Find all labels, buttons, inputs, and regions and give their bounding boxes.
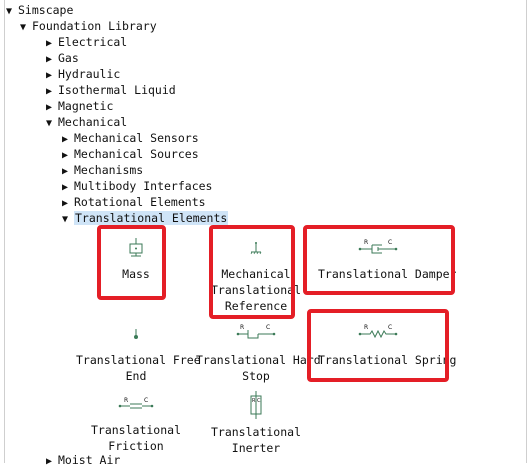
block-label-line1: Translational [90,423,181,437]
svg-text:R: R [252,398,256,404]
selected-node-label: Translational Elements [74,211,229,225]
spring-icon: R C [358,324,398,339]
tree-node-gas[interactable]: ▶Gas [46,50,79,66]
svg-text:C: C [266,324,270,331]
free-end-icon [134,329,138,339]
tree-node-foundation-library[interactable]: ▼Foundation Library [20,18,157,34]
expanded-triangle-icon[interactable]: ▼ [46,118,53,129]
expanded-triangle-icon[interactable]: ▼ [20,22,27,33]
tree-node-magnetic[interactable]: ▶Magnetic [46,98,113,114]
expanded-triangle-icon[interactable]: ▼ [6,6,13,17]
tree-node-moist-air[interactable]: ▶Moist Air [46,452,120,468]
tree-node-isothermal-liquid[interactable]: ▶Isothermal Liquid [46,82,176,98]
tree-node-translational-elements[interactable]: ▼ Translational Elements [62,210,229,226]
svg-text:R: R [240,324,244,331]
tree-node-electrical[interactable]: ▶Electrical [46,34,127,50]
block-label-line1: Translational Hard [196,353,321,367]
block-label-line2: Inerter [231,441,281,455]
tree-node-hydraulic[interactable]: ▶Hydraulic [46,66,120,82]
block-translational-free-end[interactable]: Translational Free End [76,322,201,384]
block-label: Translational Spring [318,353,457,367]
block-translational-hard-stop[interactable]: R C Translational Hard Stop [196,322,321,384]
block-label-line2: Translational [210,283,301,297]
library-browser-panel [4,0,527,463]
damper-icon: R C [358,239,398,254]
block-translational-friction[interactable]: R C Translational Friction [76,394,196,454]
tree-node-multibody-interfaces[interactable]: ▶Multibody Interfaces [62,178,212,194]
mechanical-reference-icon [250,242,262,255]
highlight-box-spring [307,309,449,382]
mass-block-icon [129,238,143,257]
tree-node-simscape[interactable]: ▼Simscape [6,2,73,18]
highlight-box-mass [97,225,166,300]
svg-text:C: C [144,397,148,404]
svg-text:R: R [124,397,128,404]
block-label-line1: Translational Free [76,353,201,367]
collapsed-triangle-icon[interactable]: ▶ [46,456,53,467]
collapsed-triangle-icon[interactable]: ▶ [46,38,53,49]
collapsed-triangle-icon[interactable]: ▶ [62,150,69,161]
svg-text:C: C [257,398,261,404]
svg-text:R: R [364,324,368,331]
tree-node-mechanical[interactable]: ▼Mechanical [46,114,127,130]
block-label-line2: Stop [242,369,270,383]
svg-text:R: R [364,239,368,246]
block-label: Translational Damper [318,267,457,281]
collapsed-triangle-icon[interactable]: ▶ [46,54,53,65]
highlight-box-damper [303,225,455,295]
block-label-line2: End [125,369,147,383]
expanded-triangle-icon[interactable]: ▼ [62,214,69,225]
tree-node-mechanical-sources[interactable]: ▶Mechanical Sources [62,146,199,162]
collapsed-triangle-icon[interactable]: ▶ [46,70,53,81]
collapsed-triangle-icon[interactable]: ▶ [46,102,53,113]
block-label-line3: Reference [224,299,288,313]
block-mass[interactable]: Mass [76,236,196,282]
block-label: Mass [122,267,150,281]
collapsed-triangle-icon[interactable]: ▶ [62,166,69,177]
friction-icon: R C [118,397,154,409]
collapsed-triangle-icon[interactable]: ▶ [62,198,69,209]
block-translational-inerter[interactable]: R C Translational Inerter [196,390,316,456]
hard-stop-icon: R C [236,324,276,339]
tree-node-mechanisms[interactable]: ▶Mechanisms [62,162,143,178]
block-label-line1: Mechanical [221,267,291,281]
collapsed-triangle-icon[interactable]: ▶ [62,134,69,145]
inerter-icon: R C [250,391,262,419]
block-mechanical-translational-reference[interactable]: Mechanical Translational Reference [196,236,316,314]
tree-node-mechanical-sensors[interactable]: ▶Mechanical Sensors [62,130,199,146]
highlight-box-mechanical-reference [209,225,295,319]
block-label-line2: Friction [108,439,164,453]
collapsed-triangle-icon[interactable]: ▶ [46,86,53,97]
svg-text:C: C [388,324,392,331]
collapsed-triangle-icon[interactable]: ▶ [62,182,69,193]
block-translational-damper[interactable]: R C Translational Damper [318,236,457,282]
svg-text:C: C [388,239,392,246]
block-translational-spring[interactable]: R C Translational Spring [318,322,457,368]
block-label-line1: Translational [210,425,301,439]
tree-node-rotational-elements[interactable]: ▶Rotational Elements [62,194,206,210]
